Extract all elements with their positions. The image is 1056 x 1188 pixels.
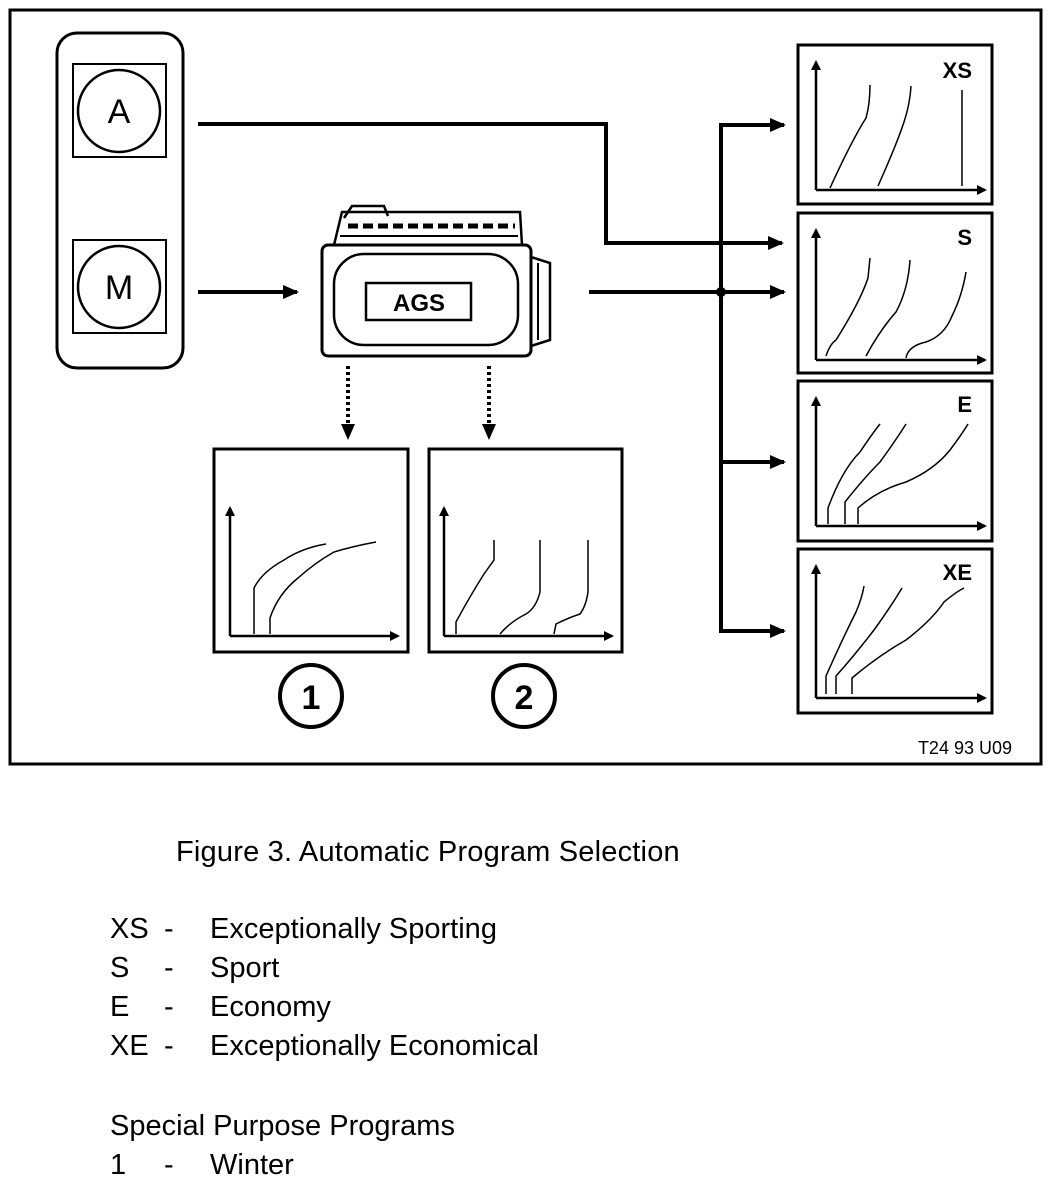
legend-text: Exceptionally Sporting	[210, 913, 497, 945]
legend-dash: -	[164, 913, 174, 945]
selector-label-m: M	[105, 269, 133, 307]
legend-code: XE	[110, 1030, 149, 1062]
legend-text: Exceptionally Economical	[210, 1030, 539, 1062]
special-text: Winter	[210, 1149, 294, 1181]
special-badge-1: 1	[278, 663, 344, 729]
special-programs-heading: Special Purpose Programs	[110, 1110, 455, 1142]
selector-label-a: A	[108, 93, 131, 131]
legend-text: Economy	[210, 991, 331, 1023]
legend-dash: -	[164, 1030, 174, 1062]
ags-label: AGS	[393, 290, 445, 317]
legend-code: S	[110, 952, 130, 984]
legend-dash: -	[164, 991, 174, 1023]
program-label-e: E	[957, 392, 972, 417]
program-panel-xs: XS	[796, 43, 994, 206]
legend-text: Sport	[210, 952, 280, 984]
program-label-xe: XE	[943, 560, 972, 585]
selector-button-m: M	[72, 239, 167, 334]
special-code: 1	[110, 1149, 127, 1181]
special-badge-2: 2	[491, 663, 557, 729]
program-panel-xe: XE	[796, 547, 994, 715]
special-panel-2	[427, 447, 624, 654]
diagram-frame	[8, 8, 1043, 766]
special-panel-1	[212, 447, 410, 654]
gear-selector: A M	[55, 31, 185, 370]
legend-dash: -	[164, 952, 174, 984]
program-label-xs: XS	[943, 58, 972, 83]
legend-code: E	[110, 991, 130, 1023]
program-panel-e: E	[796, 379, 994, 543]
program-label-s: S	[957, 225, 972, 250]
ags-control-unit: AGS	[320, 204, 552, 358]
special-label-1: 1	[302, 679, 321, 717]
figure-code: T24 93 U09	[918, 738, 1012, 758]
figure-caption: Figure 3. Automatic Program Selection	[176, 836, 680, 868]
connector-a-to-s	[198, 122, 784, 250]
program-panel-s: S	[796, 211, 994, 375]
legend-code: XS	[110, 913, 149, 945]
selector-button-a: A	[72, 63, 167, 158]
special-label-2: 2	[515, 679, 534, 717]
special-dash: -	[164, 1149, 174, 1181]
program-selection-diagram: A M AGS	[8, 8, 1043, 766]
